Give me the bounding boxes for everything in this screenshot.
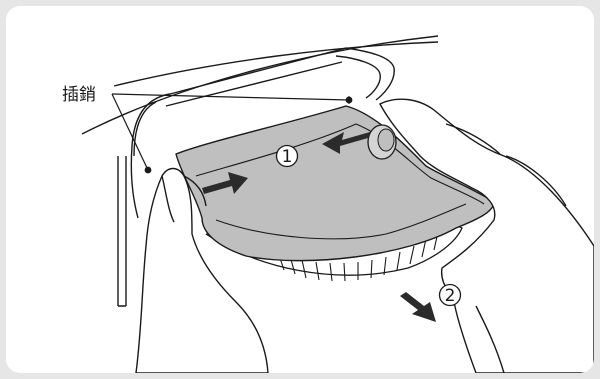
pin-callout-label: 插銷 xyxy=(62,85,96,105)
step-2-arrow xyxy=(400,292,436,322)
step-1-badge: 1 xyxy=(277,146,298,168)
step-2-badge: 2 xyxy=(440,285,461,307)
illustration-panel: 插銷 1 2 xyxy=(6,6,594,373)
filter-removal-illustration: 插銷 1 2 xyxy=(6,6,594,373)
svg-text:1: 1 xyxy=(282,147,293,167)
svg-text:2: 2 xyxy=(445,286,456,306)
